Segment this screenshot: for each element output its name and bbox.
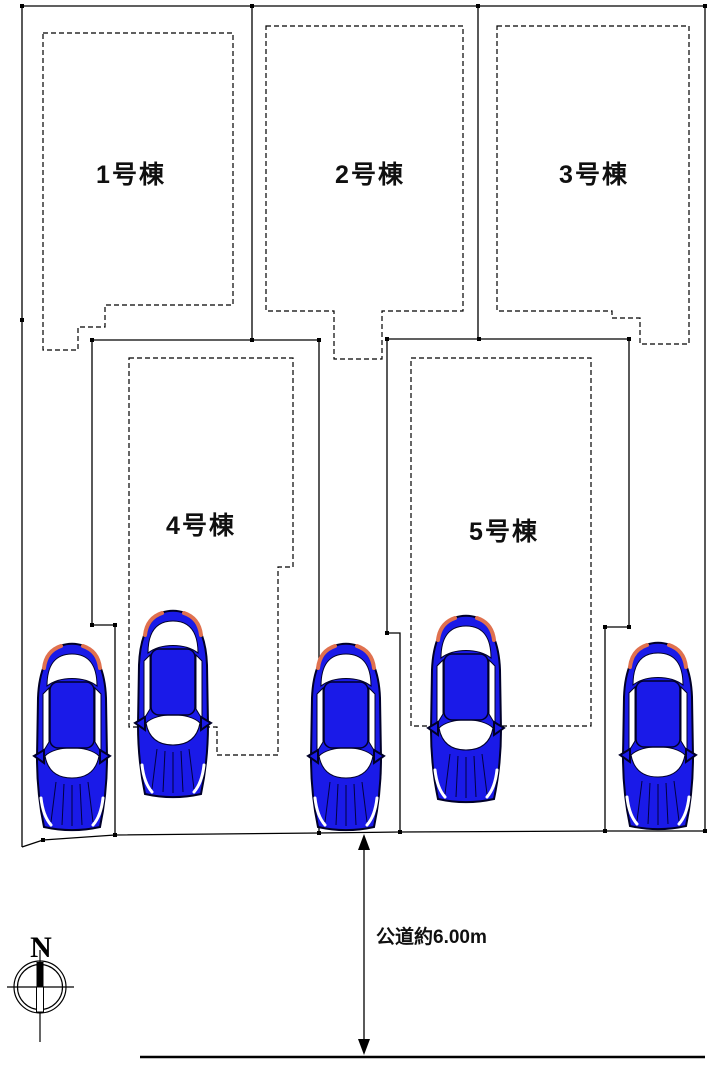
car-4: [426, 613, 506, 804]
north-compass-icon: N: [7, 931, 74, 1042]
car-2: [133, 608, 213, 799]
building-outline-1: [42, 32, 234, 351]
building-outline-3: [496, 25, 690, 345]
building-outlines: [42, 25, 690, 756]
compass-needle-south: [36, 986, 44, 1013]
lot5-west-line: [386, 339, 401, 832]
road-width-label: 公道約6.00m: [376, 925, 487, 948]
car-1: [32, 641, 112, 832]
dimension-arrow-down-icon: [358, 1039, 370, 1055]
building-label-3: 3号棟: [559, 161, 629, 189]
lot5-east-line: [604, 339, 630, 831]
car-3: [306, 641, 386, 832]
building-label-1: 1号棟: [96, 161, 166, 189]
building-outline-2: [265, 25, 464, 360]
dimension-arrow-up-icon: [358, 834, 370, 850]
survey-points: [20, 4, 707, 842]
building-label-5: 5号棟: [469, 518, 539, 546]
north-label: N: [30, 931, 52, 964]
building-outline-5: [410, 357, 592, 727]
building-labels: 1号棟 2号棟 3号棟 4号棟 5号棟: [96, 161, 629, 546]
parked-cars: [32, 608, 698, 832]
lot4-west-line: [91, 340, 116, 835]
car-5: [618, 640, 698, 831]
compass-needle-north: [36, 962, 44, 987]
building-label-2: 2号棟: [335, 161, 405, 189]
building-label-4: 4号棟: [166, 512, 236, 540]
road-dimension: 公道約6.00m: [140, 834, 705, 1059]
